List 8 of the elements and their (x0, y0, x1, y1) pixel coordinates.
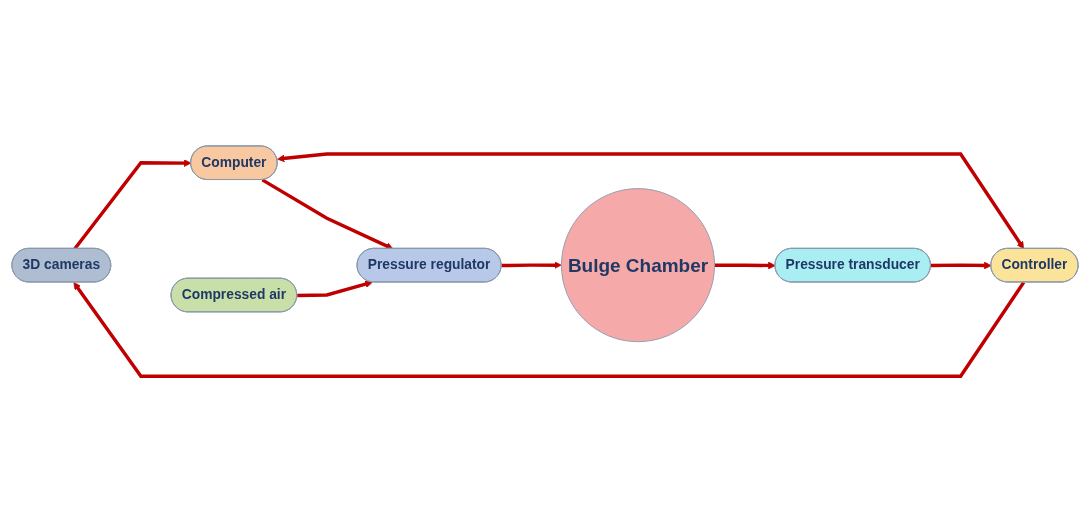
arrow (296, 280, 373, 298)
arrow (500, 261, 562, 270)
arrow (260, 178, 393, 250)
arrow (930, 262, 992, 270)
node-circle: Bulge Chamber (560, 188, 715, 343)
arrow (72, 281, 1025, 379)
arrow (276, 152, 1024, 250)
arrow (714, 262, 776, 270)
